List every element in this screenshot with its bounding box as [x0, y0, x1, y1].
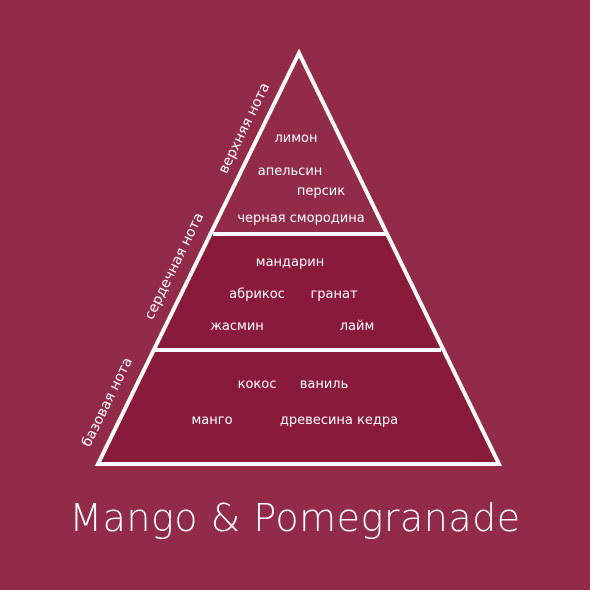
note-orange: апельсин [258, 164, 323, 179]
note-lime: лайм [340, 319, 375, 334]
pyramid-outline [94, 48, 503, 466]
note-mandarin: мандарин [256, 255, 324, 270]
note-peach: персик [297, 184, 345, 199]
note-cedarwood: древесина кедра [280, 413, 398, 428]
product-title: Mango & Pomegranade [69, 496, 521, 540]
note-vanilla: ваниль [300, 377, 349, 392]
heart-tier-fill [155, 234, 441, 350]
note-lemon: лимон [274, 131, 317, 146]
note-black-currant: черная смородина [237, 211, 364, 226]
note-pomegranate: гранат [310, 287, 358, 302]
note-jasmine: жасмин [210, 319, 264, 334]
note-mango: манго [191, 413, 232, 428]
base-tier-fill [98, 350, 499, 464]
note-apricot: абрикос [229, 287, 285, 302]
note-coconut: кокос [238, 377, 277, 392]
